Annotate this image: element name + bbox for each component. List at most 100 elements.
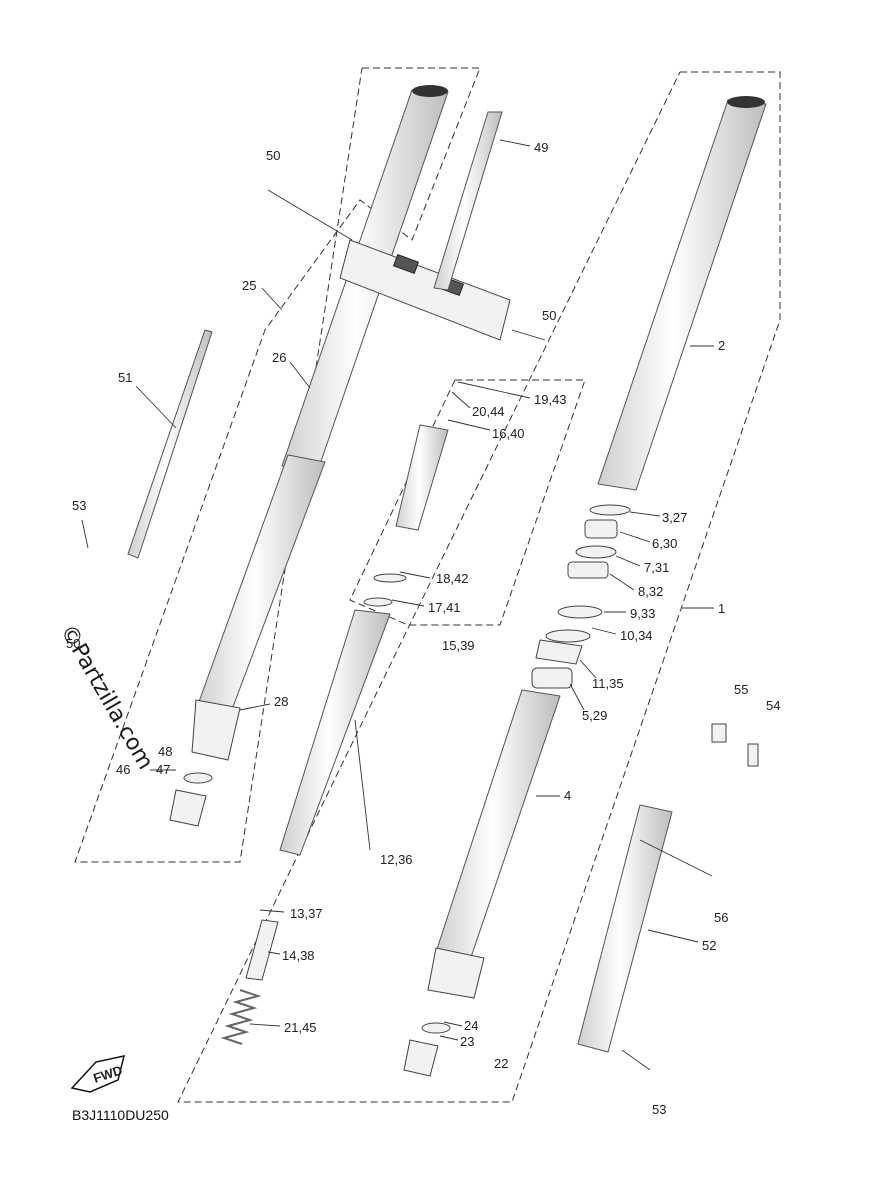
callout-54: 54 bbox=[766, 698, 780, 713]
leader-lines bbox=[81, 139, 714, 1071]
callout-3-27: 3,27 bbox=[662, 510, 687, 525]
steering-stem-tube bbox=[433, 111, 503, 291]
right-inner-tube bbox=[597, 99, 767, 491]
callout-17-41: 17,41 bbox=[428, 600, 461, 615]
right-outer-tube bbox=[435, 689, 561, 961]
callout-25: 25 bbox=[242, 278, 256, 293]
lead-10 bbox=[591, 627, 617, 635]
callout-11-35: 11,35 bbox=[592, 676, 624, 691]
lead-21 bbox=[249, 1023, 281, 1027]
callout-5-29: 5,29 bbox=[582, 708, 607, 723]
right-lower-washer bbox=[421, 1022, 451, 1034]
left-outer-tube bbox=[195, 454, 326, 721]
callout-53-bottom: 53 bbox=[652, 1102, 666, 1117]
lead-26 bbox=[289, 361, 311, 389]
right-seal-8 bbox=[567, 561, 609, 579]
lead-11 bbox=[579, 659, 597, 679]
callout-8-32: 8,32 bbox=[638, 584, 663, 599]
lead-19 bbox=[457, 381, 531, 399]
callout-51: 51 bbox=[118, 370, 132, 385]
fork-spring bbox=[220, 989, 262, 1045]
bolt-55 bbox=[711, 723, 727, 743]
lead-16 bbox=[447, 419, 491, 431]
fwd-badge: FWD bbox=[70, 1055, 126, 1093]
damper-components bbox=[220, 424, 449, 1045]
outline-right-fork-assembly bbox=[177, 71, 781, 1103]
lead-17 bbox=[391, 599, 425, 607]
callout-26: 26 bbox=[272, 350, 286, 365]
left-fork-guard bbox=[127, 329, 213, 559]
lead-56 bbox=[639, 839, 713, 877]
lead-20 bbox=[451, 391, 471, 409]
callout-19-43: 19,43 bbox=[534, 392, 567, 407]
lead-23 bbox=[439, 1035, 459, 1041]
callout-47: 47 bbox=[156, 762, 170, 777]
lead-28 bbox=[239, 703, 271, 711]
callout-21-45: 21,45 bbox=[284, 1020, 317, 1035]
callout-4: 4 bbox=[564, 788, 571, 803]
callout-18-42: 18,42 bbox=[436, 571, 469, 586]
left-axle-bracket bbox=[191, 699, 241, 761]
callout-14-38: 14,38 bbox=[282, 948, 315, 963]
right-lower-bolt bbox=[403, 1039, 439, 1077]
lead-51 bbox=[135, 385, 177, 429]
callout-46: 46 bbox=[116, 762, 130, 777]
left-seal-ring bbox=[183, 772, 213, 784]
lead-12 bbox=[354, 719, 371, 851]
outline-damper-group bbox=[349, 379, 586, 626]
damper-ring-18 bbox=[373, 573, 407, 583]
right-fork-assembly bbox=[403, 96, 767, 1077]
right-axle-bracket bbox=[427, 947, 485, 999]
diagram-code: B3J1110DU250 bbox=[72, 1107, 169, 1123]
fwd-arrow-icon bbox=[70, 1055, 126, 1093]
lead-13 bbox=[259, 909, 285, 913]
lead-8 bbox=[609, 573, 635, 591]
right-bushing-3 bbox=[589, 504, 631, 516]
left-fork-assembly bbox=[127, 85, 511, 827]
callout-20-44: 20,44 bbox=[472, 404, 505, 419]
callout-10-34: 10,34 bbox=[620, 628, 653, 643]
callout-13-37: 13,37 bbox=[290, 906, 323, 921]
right-tube-top-cap bbox=[727, 96, 765, 108]
partzilla-watermark: ©Partzilla.com bbox=[55, 621, 158, 774]
callout-23: 23 bbox=[460, 1034, 474, 1049]
right-bushing-5 bbox=[531, 667, 573, 689]
lead-3 bbox=[629, 511, 661, 517]
callout-24: 24 bbox=[464, 1018, 478, 1033]
group-outlines bbox=[74, 67, 781, 1103]
bolt-54 bbox=[747, 743, 759, 767]
callout-50-left: 50 bbox=[66, 636, 80, 651]
callout-7-31: 7,31 bbox=[644, 560, 669, 575]
callout-22: 22 bbox=[494, 1056, 508, 1071]
right-washer-7 bbox=[575, 545, 617, 559]
right-dust-seal-11 bbox=[535, 639, 583, 665]
callout-50-mid: 50 bbox=[542, 308, 556, 323]
callout-6-30: 6,30 bbox=[652, 536, 677, 551]
callout-53-top: 53 bbox=[72, 498, 86, 513]
left-upper-clamp bbox=[339, 239, 511, 341]
outline-left-fork-assembly bbox=[74, 67, 481, 863]
lead-53-top bbox=[81, 519, 89, 549]
right-fork-guard bbox=[577, 804, 673, 1053]
callout-49: 49 bbox=[534, 140, 548, 155]
right-ring-10 bbox=[545, 629, 591, 643]
lead-25 bbox=[261, 287, 283, 311]
lead-5 bbox=[569, 683, 585, 711]
right-bushing-6 bbox=[584, 519, 618, 539]
lead-49 bbox=[499, 139, 531, 147]
right-clip-9 bbox=[557, 605, 603, 619]
left-tube-top-cap bbox=[412, 85, 448, 97]
callout-52: 52 bbox=[702, 938, 716, 953]
callout-16-40: 16,40 bbox=[492, 426, 525, 441]
lead-24 bbox=[443, 1021, 463, 1027]
lead-52 bbox=[647, 929, 699, 943]
callout-2: 2 bbox=[718, 338, 725, 353]
damper-ring-17 bbox=[363, 597, 393, 607]
damper-cartridge bbox=[279, 609, 391, 856]
callout-9-33: 9,33 bbox=[630, 606, 655, 621]
damper-lower-rod bbox=[245, 919, 279, 981]
clamp-dark-block-1 bbox=[392, 253, 420, 275]
callout-48: 48 bbox=[158, 744, 172, 759]
callout-56: 56 bbox=[714, 910, 728, 925]
callout-1: 1 bbox=[718, 601, 725, 616]
